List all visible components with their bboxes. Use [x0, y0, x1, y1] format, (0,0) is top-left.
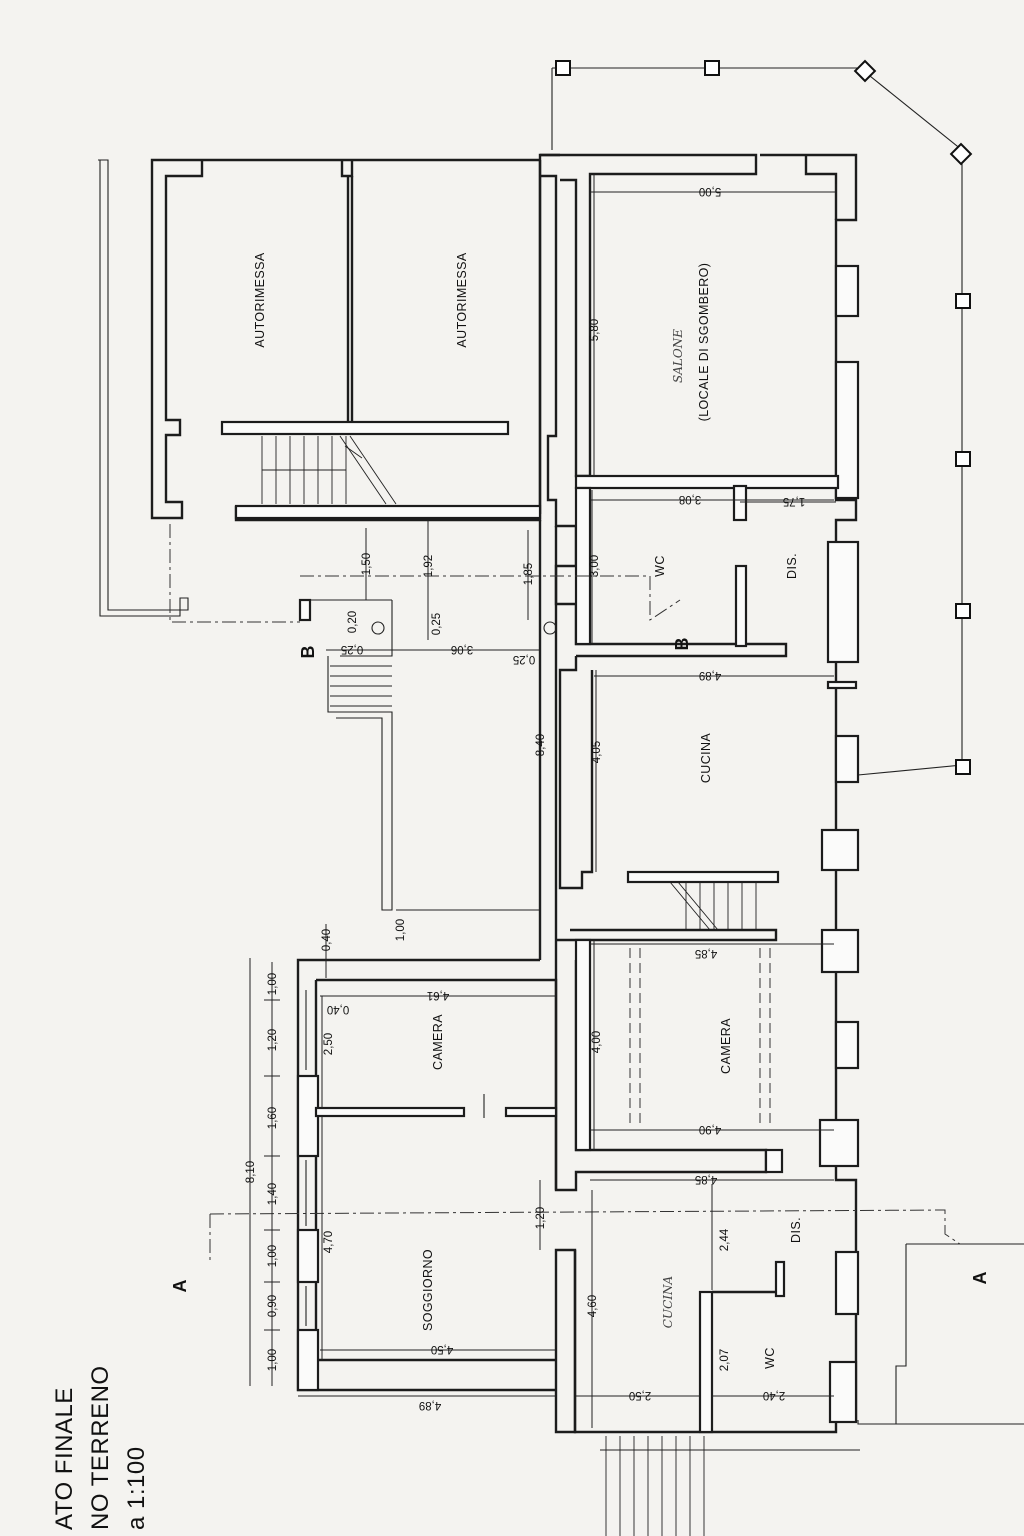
dim-100-mid: 1,00 — [395, 919, 407, 941]
dim-489-top: 4,89 — [699, 669, 721, 681]
dim-chain-120: 1,20 — [267, 1029, 279, 1051]
section-mark-b-right: B — [672, 638, 692, 651]
room-label-camera-left: CAMERA — [431, 1014, 445, 1070]
dim-150: 1,50 — [361, 553, 373, 575]
dim-306: 3,06 — [451, 643, 473, 655]
title-line-2: NO TERRENO — [87, 1365, 114, 1530]
room-label-dis-upper: DIS. — [785, 553, 799, 579]
entry-stair — [298, 598, 557, 911]
dim-chain-100-c: 1,00 — [267, 1349, 279, 1371]
room-label-cucina-small: CUCINA — [661, 1275, 675, 1328]
dim-250-bot: 2,50 — [629, 1389, 651, 1401]
dim-489-bot: 4,89 — [419, 1399, 441, 1411]
dim-244: 2,44 — [719, 1228, 731, 1251]
room-label-dis-lower: DIS. — [789, 1217, 803, 1243]
dim-485-bot: 4,85 — [695, 1173, 717, 1185]
dim-840: 8,40 — [535, 734, 547, 756]
stair-garage — [261, 435, 397, 505]
dim-405: 4,05 — [591, 741, 603, 763]
dimension-texts: 5,00 5,80 3,08 1,75 3,00 4,89 4,05 4,85 … — [245, 185, 805, 1411]
section-mark-a-right: A — [970, 1272, 990, 1285]
dim-040-b: 0,40 — [327, 1003, 349, 1015]
room-label-autorimessa-1: AUTORIMESSA — [253, 252, 267, 347]
room-label-soggiorno: SOGGIORNO — [421, 1249, 435, 1331]
dim-308: 3,08 — [679, 493, 701, 505]
room-label-wc-lower: WC — [763, 1347, 777, 1369]
dim-chain-100-a: 1,00 — [267, 973, 279, 995]
garage-block — [98, 153, 560, 617]
dim-450: 4,50 — [431, 1343, 453, 1355]
stair-cucina — [669, 881, 757, 931]
dim-025-c: 0,25 — [513, 653, 535, 665]
section-mark-a-left: A — [170, 1280, 190, 1293]
dim-461: 4,61 — [427, 989, 449, 1001]
dim-490: 4,90 — [699, 1123, 721, 1135]
dim-250: 2,50 — [323, 1033, 335, 1055]
room-label-salone-note: (LOCALE DI SGOMBERO) — [697, 263, 711, 422]
section-mark-b-left: B — [298, 646, 318, 659]
dim-040-top: 0,40 — [321, 929, 333, 951]
dim-chain-100-b: 1,00 — [267, 1245, 279, 1267]
dim-020: 0,20 — [347, 611, 359, 633]
dim-025-a: 0,25 — [431, 613, 443, 635]
house-walls — [296, 153, 1024, 1434]
dim-175: 1,75 — [783, 495, 805, 507]
dim-810: 8,10 — [245, 1161, 257, 1183]
dim-185: 1,85 — [523, 563, 535, 585]
dim-460: 4,60 — [587, 1295, 599, 1317]
room-label-wc-upper: WC — [653, 555, 667, 577]
title-block: ATO FINALE NO TERRENO a 1:100 — [51, 1365, 150, 1530]
title-line-1: ATO FINALE — [51, 1387, 78, 1530]
porch-outline — [551, 59, 973, 776]
title-line-3: a 1:100 — [123, 1446, 150, 1530]
dim-485-top: 4,85 — [695, 947, 717, 959]
section-marks: B B A A — [170, 638, 990, 1293]
dim-192: 1,92 — [423, 555, 435, 577]
dim-chain-140: 1,40 — [267, 1183, 279, 1205]
dim-chain-160: 1,60 — [267, 1107, 279, 1129]
dim-120-mid: 1,20 — [535, 1207, 547, 1229]
dim-400: 4,00 — [591, 1031, 603, 1053]
section-lines — [169, 524, 961, 1262]
exterior-steps — [600, 1436, 860, 1536]
dim-207: 2,07 — [719, 1349, 731, 1371]
room-label-camera-right: CAMERA — [719, 1018, 733, 1074]
room-labels: AUTORIMESSA AUTORIMESSA SALONE (LOCALE D… — [253, 252, 803, 1369]
dim-580: 5,80 — [589, 319, 601, 341]
room-label-autorimessa-2: AUTORIMESSA — [455, 252, 469, 347]
dim-240: 2,40 — [763, 1389, 785, 1401]
dim-300: 3,00 — [589, 555, 601, 577]
dim-chain-090: 0,90 — [267, 1295, 279, 1317]
room-label-salone: SALONE — [671, 329, 685, 383]
dimension-lines — [249, 174, 837, 1428]
room-label-cucina-main: CUCINA — [699, 733, 713, 784]
dim-500: 5,00 — [699, 185, 721, 197]
dim-470: 4,70 — [323, 1231, 335, 1253]
dim-025-b: 0,25 — [341, 643, 363, 655]
